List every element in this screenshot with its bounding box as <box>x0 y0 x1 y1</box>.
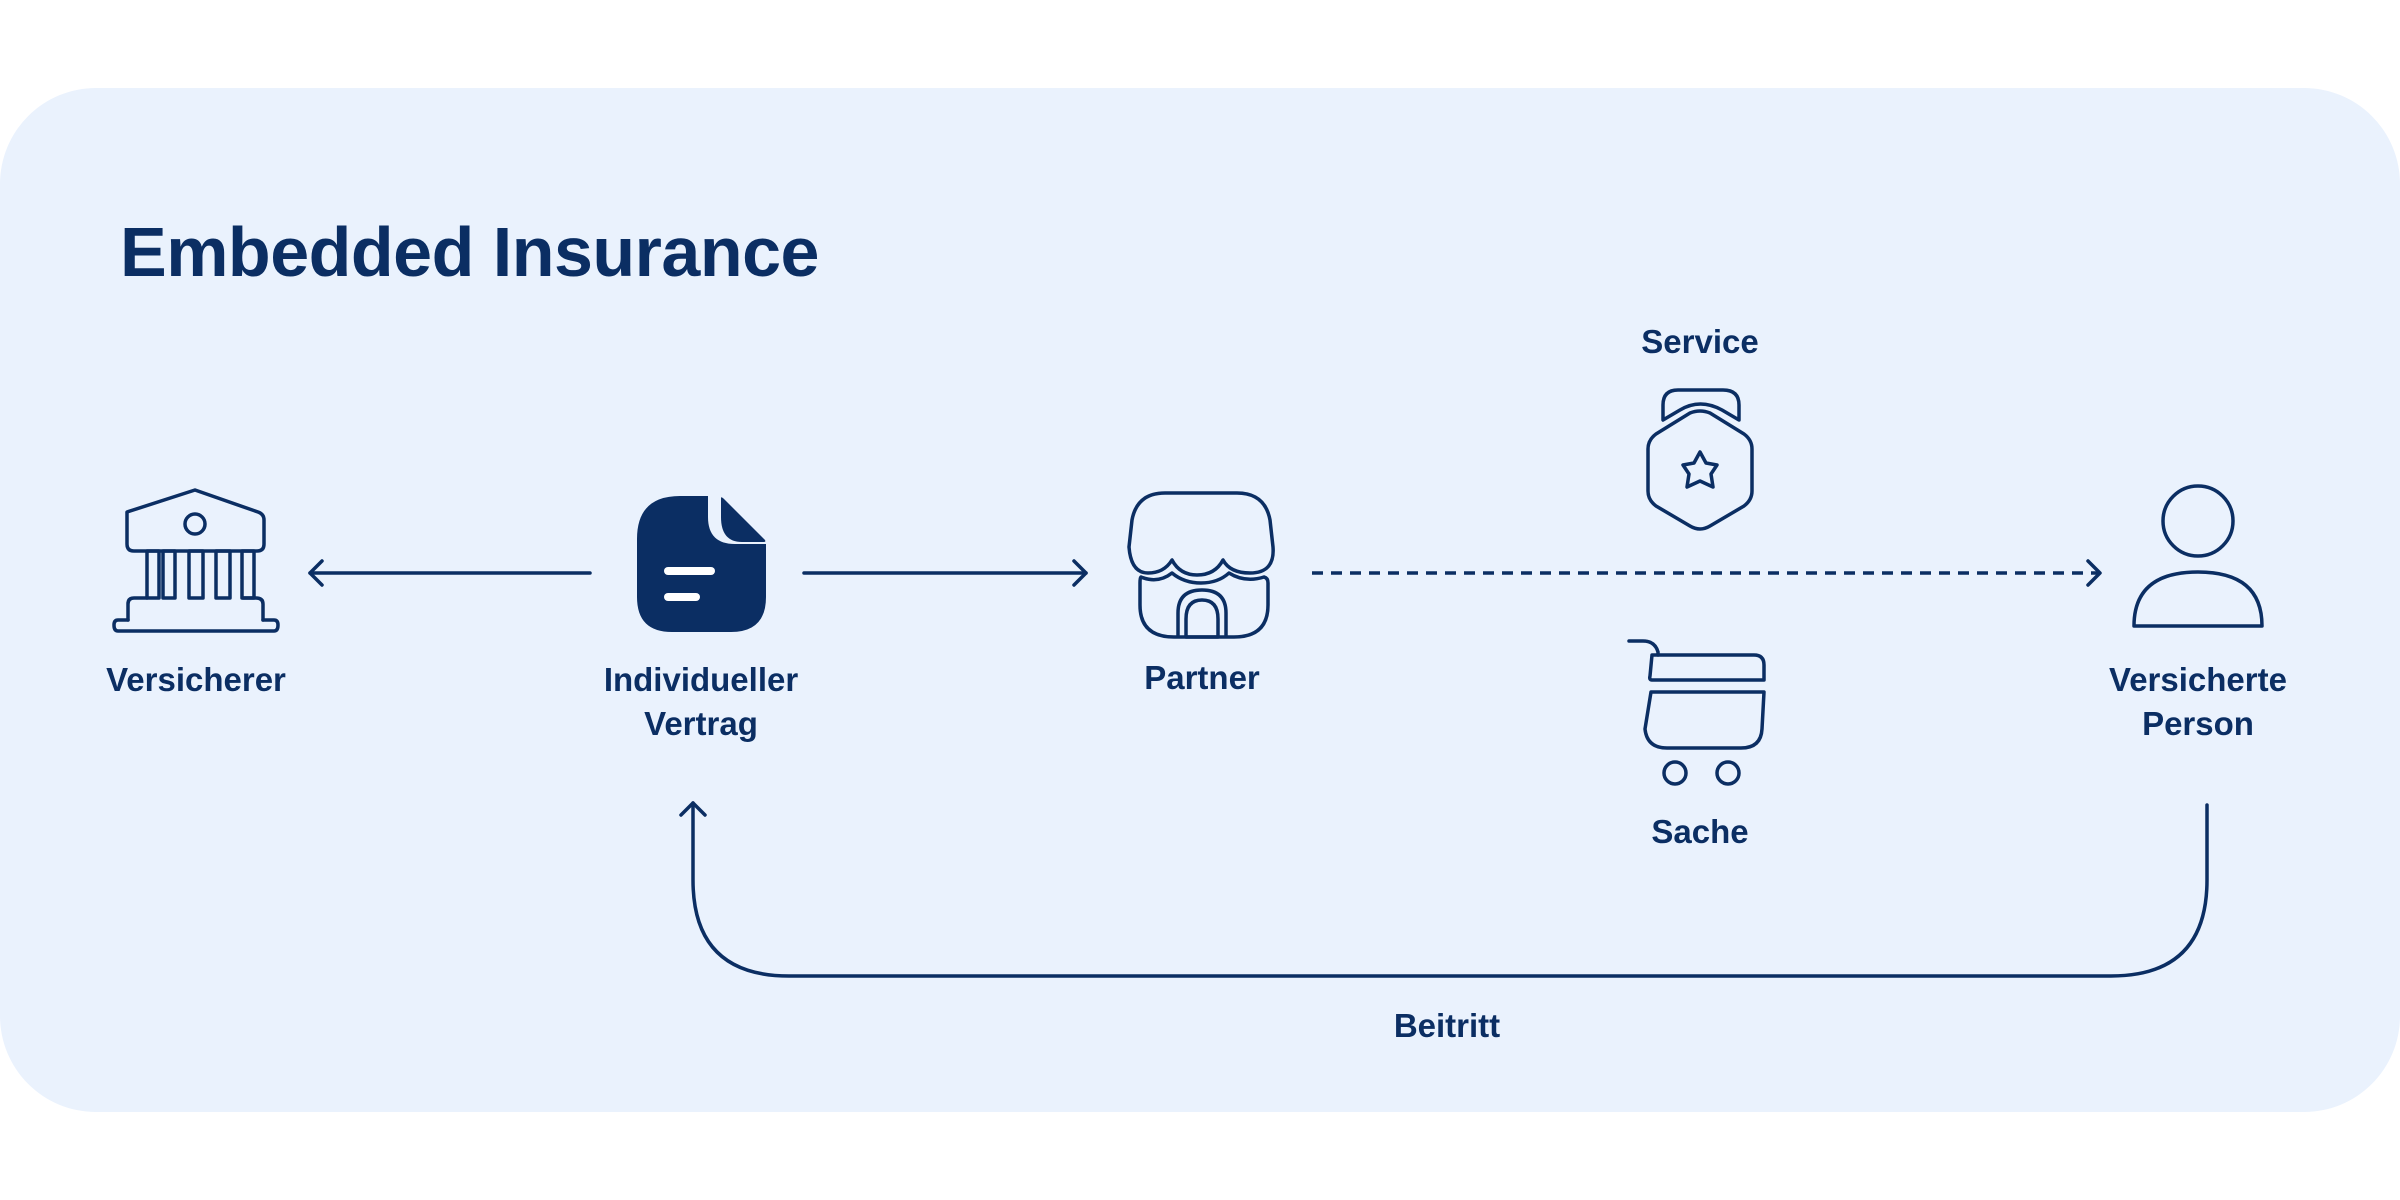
beitritt-label: Beitritt <box>1393 1007 1501 1044</box>
sache-label: Sache <box>1651 813 1749 850</box>
document-icon <box>637 496 766 632</box>
vertrag-label-line1: Individueller <box>603 661 799 698</box>
page-title: Embedded Insurance <box>120 213 819 291</box>
user-icon <box>2132 484 2264 628</box>
vertrag-label-line2: Vertrag <box>644 705 758 742</box>
shopping-cart-icon <box>1627 639 1766 786</box>
shop-icon <box>1127 491 1275 639</box>
person-label-line2: Person <box>2142 705 2254 742</box>
service-hexagon-star-icon <box>1646 388 1754 531</box>
arrow-to-versicherer <box>308 559 592 587</box>
versicherer-label: Versicherer <box>106 661 286 698</box>
partner-label: Partner <box>1144 659 1260 696</box>
vertrag-label: Individueller Vertrag <box>604 658 798 746</box>
person-label-line1: Versicherte <box>2109 661 2287 698</box>
person-label: Versicherte Person <box>2109 658 2287 746</box>
bank-icon <box>112 488 280 633</box>
arrow-to-partner <box>802 559 1088 587</box>
beitritt-arrow <box>679 801 2209 978</box>
service-label: Service <box>1641 323 1759 360</box>
dashed-arrow-to-person <box>1312 559 2102 587</box>
